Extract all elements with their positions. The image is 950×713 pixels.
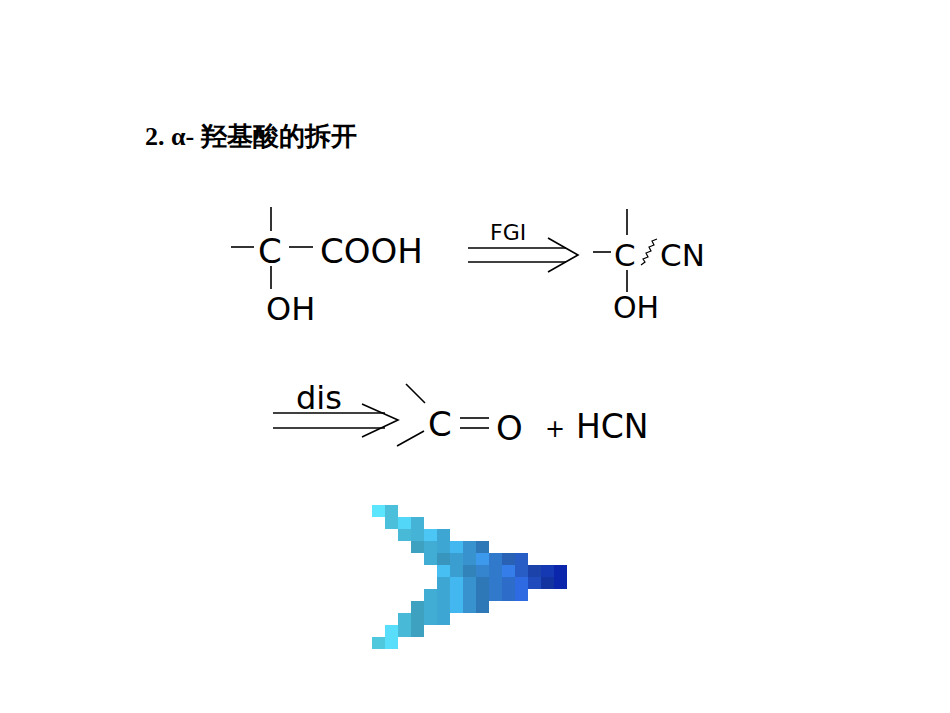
icon-pixel [437, 613, 450, 625]
icon-pixel [463, 541, 476, 553]
icon-pixel [424, 601, 437, 613]
icon-pixel [463, 577, 476, 589]
icon-pixel [385, 625, 398, 637]
icon-pixel [554, 577, 567, 589]
icon-pixel [398, 517, 411, 529]
retro-arrows [273, 238, 578, 437]
icon-pixel [515, 589, 528, 601]
icon-pixel [476, 553, 489, 565]
icon-pixel [515, 577, 528, 589]
icon-pixel [541, 577, 554, 589]
icon-pixel [541, 565, 554, 577]
atom-label: O [496, 411, 523, 445]
icon-pixel [528, 565, 541, 577]
icon-pixel [515, 553, 528, 565]
icon-pixel [424, 589, 437, 601]
icon-pixel [424, 613, 437, 625]
icon-pixel [450, 565, 463, 577]
icon-pixel [476, 541, 489, 553]
icon-pixel [437, 553, 450, 565]
icon-pixel [437, 529, 450, 541]
icon-pixel [450, 577, 463, 589]
icon-pixel [489, 589, 502, 601]
icon-pixel [554, 565, 567, 577]
group-label: CN [660, 240, 705, 271]
icon-pixel [463, 601, 476, 613]
icon-pixel [450, 541, 463, 553]
arrow-label: FGI [490, 222, 526, 244]
group-label: OH [613, 293, 659, 323]
icon-pixel [398, 625, 411, 637]
bonds [231, 207, 657, 446]
icon-pixel [489, 565, 502, 577]
group-label: COOH [320, 234, 423, 268]
group-label: OH [266, 293, 315, 325]
icon-pixel [450, 553, 463, 565]
icon-pixel [411, 625, 424, 637]
icon-pixel [411, 529, 424, 541]
icon-pixel [424, 541, 437, 553]
icon-pixel [502, 565, 515, 577]
icon-pixel [515, 565, 528, 577]
icon-pixel [411, 517, 424, 529]
icon-pixel [411, 601, 424, 613]
icon-pixel [398, 613, 411, 625]
icon-pixel [437, 541, 450, 553]
icon-pixel [476, 589, 489, 601]
icon-pixel [411, 613, 424, 625]
atom-label: C [614, 240, 636, 271]
icon-pixel [502, 553, 515, 565]
atom-label: C [428, 407, 452, 441]
pixel-arrow-icon [372, 505, 567, 649]
icon-pixel [528, 577, 541, 589]
icon-pixel [437, 577, 450, 589]
icon-pixel [437, 601, 450, 613]
plus-sign: + [545, 417, 565, 441]
arrow-label: dis [296, 382, 342, 414]
icon-pixel [450, 589, 463, 601]
icon-pixel [476, 577, 489, 589]
icon-pixel [372, 637, 385, 649]
icon-pixel [385, 505, 398, 517]
formula-label: HCN [576, 410, 649, 443]
icon-pixel [385, 517, 398, 529]
icon-pixel [502, 577, 515, 589]
icon-pixel [385, 637, 398, 649]
icon-pixel [450, 601, 463, 613]
icon-pixel [411, 541, 424, 553]
icon-pixel [489, 553, 502, 565]
atom-label: C [258, 234, 282, 268]
icon-pixel [398, 529, 411, 541]
icon-pixel [476, 601, 489, 613]
icon-pixel [463, 589, 476, 601]
icon-pixel [437, 565, 450, 577]
icon-pixel [489, 577, 502, 589]
icon-pixel [437, 589, 450, 601]
icon-pixel [502, 589, 515, 601]
icon-pixel [476, 565, 489, 577]
icon-pixel [463, 565, 476, 577]
icon-pixel [424, 529, 437, 541]
icon-pixel [463, 553, 476, 565]
icon-pixel [424, 553, 437, 565]
icon-pixel [372, 505, 385, 517]
slide-title: 2. α- 羟基酸的拆开 [145, 124, 357, 150]
